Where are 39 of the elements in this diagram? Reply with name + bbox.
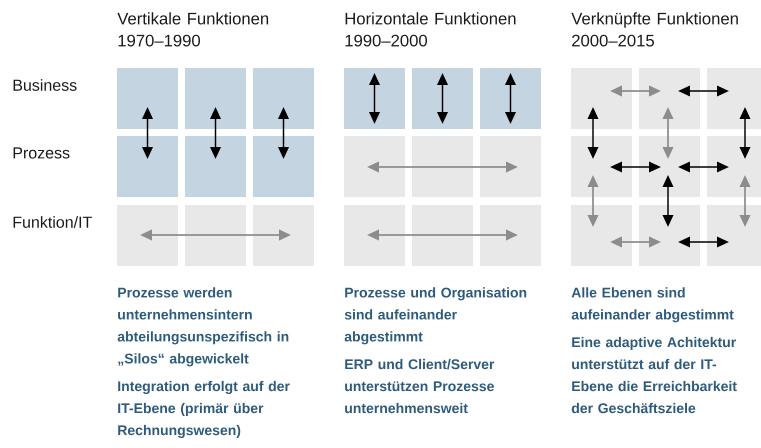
grid-cell bbox=[412, 205, 473, 266]
grid-cell bbox=[480, 205, 541, 266]
grid-cell bbox=[185, 68, 246, 129]
grid-cell bbox=[253, 205, 314, 266]
description-text: Prozesse werden unternehmensintern abteilungsunspezifisch in „Silos“ abgewickelt bbox=[118, 287, 288, 366]
grid-cell bbox=[639, 68, 700, 129]
grid-cell bbox=[707, 68, 761, 129]
grid-cell bbox=[117, 205, 178, 266]
grid-cell bbox=[639, 136, 700, 197]
grid-cell bbox=[412, 68, 473, 129]
grid-cell bbox=[253, 136, 314, 197]
grid-cell bbox=[571, 68, 632, 129]
grid-cell bbox=[571, 136, 632, 197]
row-label: Business bbox=[14, 79, 77, 91]
row-label: Funktion/IT bbox=[14, 216, 92, 228]
description-text: ERP und Client/Server unterstützen Prozesse unternehmensweit bbox=[345, 358, 494, 414]
grid-cell bbox=[117, 68, 178, 129]
grid-cell bbox=[480, 68, 541, 129]
description-text: Prozesse und Organisation sind aufeinander abgestimmt bbox=[344, 287, 526, 344]
grid-cell bbox=[344, 68, 405, 129]
grid-cell bbox=[412, 136, 473, 197]
grid-cell bbox=[344, 205, 405, 266]
grid-cell bbox=[344, 136, 405, 197]
row-label: Prozess bbox=[14, 147, 70, 159]
grid-cell bbox=[117, 136, 178, 197]
column-heading: Verknüpfte Funktionen 2000–2015 bbox=[571, 12, 738, 46]
description-text: Eine adaptive Achitektur unterstützt auf der IT-Ebene die Erreichbarkeit der Geschäftsziele bbox=[572, 336, 737, 414]
grid-cell bbox=[571, 205, 632, 266]
grid-cell bbox=[707, 136, 761, 197]
column-heading: Horizontale Funktionen 1990–2000 bbox=[346, 12, 516, 46]
grid-cell bbox=[253, 68, 314, 129]
grid-cell bbox=[707, 205, 761, 266]
grid-cell bbox=[639, 205, 700, 266]
grid-cell bbox=[480, 136, 541, 197]
description-text: Integration erfolgt auf der IT-Ebene (primär über Rechnungswesen) bbox=[118, 380, 290, 438]
grid-cell bbox=[185, 205, 246, 266]
column-heading: Vertikale Funktionen 1970–1990 bbox=[117, 12, 268, 46]
grid-cell bbox=[185, 136, 246, 197]
description-text: Alle Ebenen sind aufeinander abgestimmt bbox=[572, 287, 734, 322]
